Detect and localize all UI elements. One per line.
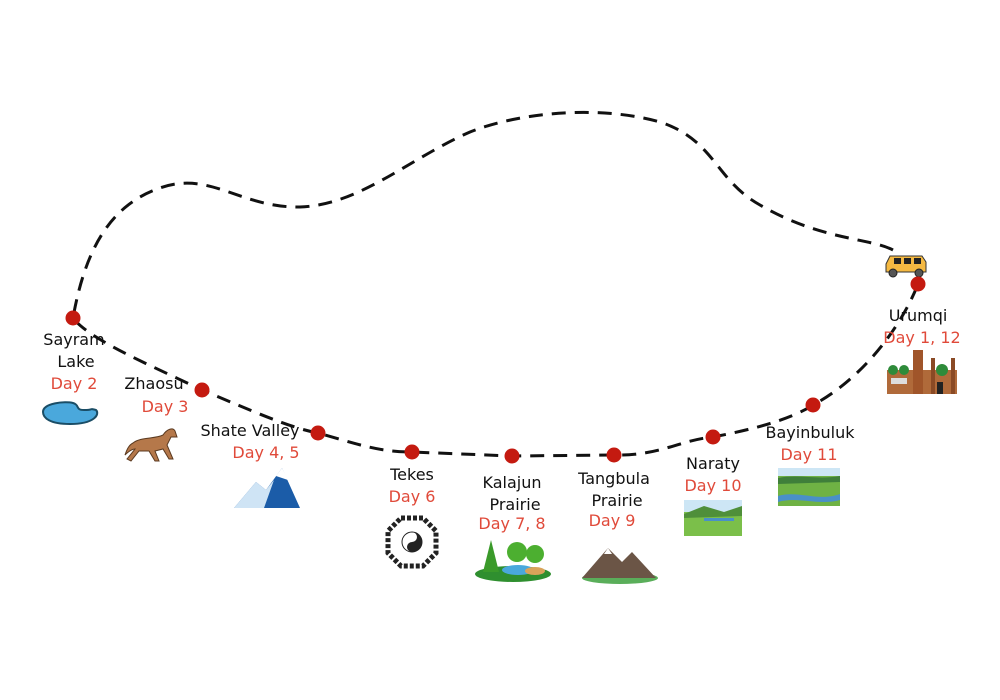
- stop-name: Bayinbuluk: [766, 423, 856, 442]
- stop-marker-sayram-lake[interactable]: [65, 310, 81, 326]
- stop-day: Day 7, 8: [478, 514, 545, 533]
- stop-marker-tangbula[interactable]: [606, 447, 622, 463]
- route-path: [71, 110, 920, 458]
- stop-day: Day 2: [51, 374, 98, 393]
- stop-marker-urumqi[interactable]: [910, 276, 926, 292]
- stop-name: Tangbula: [577, 469, 650, 488]
- stop-name: Prairie: [489, 495, 540, 514]
- stop-name: Tekes: [389, 465, 434, 484]
- stop-name: Prairie: [591, 491, 642, 510]
- lake-icon: [41, 401, 99, 426]
- stop-marker-tekes[interactable]: [404, 444, 420, 460]
- stop-name: Naraty: [686, 454, 740, 473]
- stop-markers: [65, 276, 926, 464]
- mountain-icon: [582, 548, 658, 584]
- grassland-icon: [684, 500, 742, 536]
- stop-marker-kalajun[interactable]: [504, 448, 520, 464]
- stop-name: Zhaosu: [124, 374, 183, 393]
- horse-icon: [124, 428, 178, 462]
- stop-name: Sayram: [43, 330, 104, 349]
- stop-day: Day 3: [142, 397, 189, 416]
- stop-day: Day 10: [684, 476, 741, 495]
- stop-day: Day 9: [589, 511, 636, 530]
- stop-marker-zhaosu[interactable]: [194, 382, 210, 398]
- stop-name: Lake: [57, 352, 94, 371]
- stop-marker-bayinbuluk[interactable]: [805, 397, 821, 413]
- bagua-icon: [385, 515, 439, 569]
- stop-marker-naraty[interactable]: [705, 429, 721, 445]
- snow-mountain-icon: [234, 468, 300, 508]
- mosque-icon: [887, 350, 957, 394]
- stop-name: Urumqi: [889, 306, 948, 325]
- van-icon: [885, 255, 927, 278]
- stop-day: Day 6: [389, 487, 436, 506]
- stop-name: Shate Valley: [200, 421, 299, 440]
- forest-lake-icon: [475, 540, 551, 582]
- stop-name: Kalajun: [483, 473, 542, 492]
- stop-day: Day 1, 12: [883, 328, 960, 347]
- stop-day: Day 4, 5: [232, 443, 299, 462]
- river-meadow-icon: [778, 468, 840, 506]
- stop-marker-shate-valley[interactable]: [310, 425, 326, 441]
- stop-day: Day 11: [780, 445, 837, 464]
